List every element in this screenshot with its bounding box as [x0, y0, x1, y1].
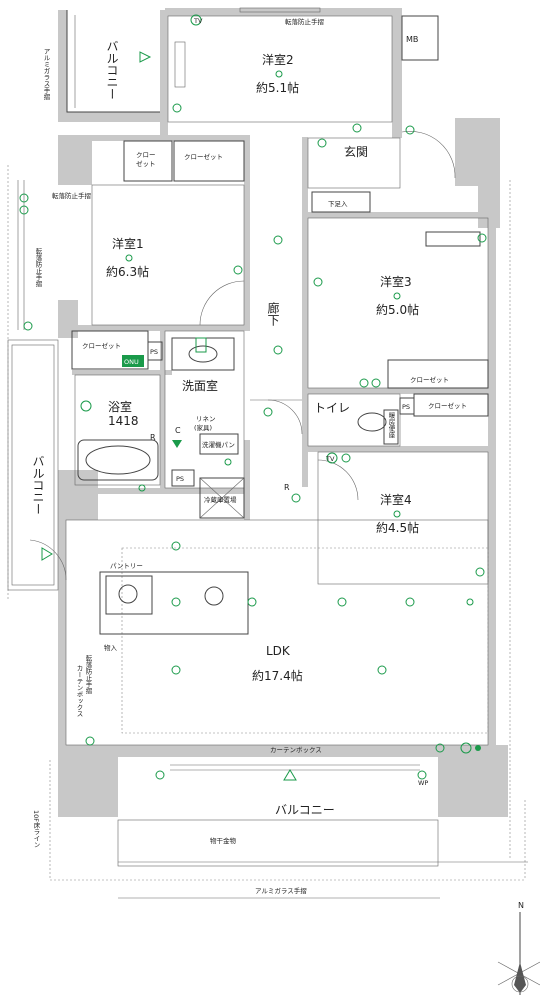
room-western2-name: 洋室2: [262, 52, 294, 67]
balcony-top-label: バルコニー: [105, 40, 119, 100]
ldk-name: LDK: [266, 644, 291, 658]
room-western3: 洋室3 約5.0帖 クローゼット: [307, 217, 489, 389]
tv-mark-top: TV: [193, 17, 203, 25]
pantry-label: パントリー: [110, 562, 143, 570]
closet-e-label: クローゼット: [428, 401, 467, 410]
balcony-bottom: バルコニー 物干金物 アルミガラス手摺 10F床ライン カーテンボックス: [32, 746, 528, 895]
onu-label: ONU: [124, 358, 139, 366]
closet-b-label: クローゼット: [184, 152, 223, 161]
alum-glass-bottom-label: アルミガラス手摺: [255, 886, 307, 895]
closet-a: クロー ゼット: [123, 140, 173, 182]
alum-glass-left-label: アルミガラス手摺: [42, 48, 50, 102]
ldk-size: 約17.4帖: [252, 668, 303, 683]
balcony-top: バルコニー アルミガラス手摺 転落防止手摺: [42, 10, 325, 113]
dryer-space: 冷蔵庫置場 R: [199, 477, 290, 519]
walls: [58, 8, 508, 817]
closet-b: クローゼット: [173, 140, 245, 182]
genkan-label: 玄関: [344, 144, 368, 159]
closet-d-label: クローゼット: [410, 375, 449, 384]
toilet-label: トイレ: [314, 401, 350, 415]
closet-a-label1: クロー: [136, 151, 156, 159]
room-toilet: トイレ 暖房便座 PS クローゼット: [307, 393, 489, 447]
closet-a-label2: ゼット: [136, 159, 156, 168]
r-mark1: R: [150, 433, 156, 442]
bathroom-name: 浴室: [108, 399, 132, 414]
balcony-bottom-label: バルコニー: [275, 803, 335, 817]
washroom-label: 洗面室: [182, 378, 218, 393]
room-bathroom: 浴室 1418: [74, 374, 161, 486]
storage-label: 物入: [104, 643, 118, 652]
closet-c-label: クローゼット: [82, 341, 121, 350]
corridor-label: 廊下: [266, 301, 280, 326]
wp-mark: WP: [418, 779, 428, 787]
ps3-label: PS: [176, 475, 184, 483]
room-western1-name: 洋室1: [112, 236, 144, 251]
washing-pan-label: 洗濯機パン: [202, 440, 235, 449]
room-western2-size: 約5.1帖: [256, 80, 299, 95]
mb-label: MB: [406, 35, 418, 44]
room-western3-size: 約5.0帖: [376, 302, 419, 317]
guide-lines: [7, 165, 511, 899]
room-ldk: パントリー 物入 転落防止手摺 カーテンボックス LDK 約17.4帖: [29, 519, 489, 746]
room-genkan: 玄関 下足入: [307, 131, 456, 213]
bathroom-size: 1418: [108, 414, 139, 428]
room-western4-size: 約4.5帖: [376, 520, 419, 535]
c-mark: C: [175, 426, 181, 435]
fall-guard-top-label: 転落防止手摺: [285, 17, 325, 26]
equipment-markers: TV TV WP: [19, 14, 487, 787]
fall-guard-left2-label: 転落防止手摺: [52, 191, 92, 200]
room-corridor: 廊下: [250, 235, 303, 435]
heater-label: 暖房便座: [387, 412, 395, 440]
r-mark2: R: [284, 483, 290, 492]
getabako-label: 下足入: [328, 200, 348, 208]
dryer-space-label: 冷蔵庫置場: [204, 495, 237, 504]
curtain-box-top-label: カーテンボックス: [270, 746, 322, 754]
room-western4-name: 洋室4: [380, 492, 412, 507]
fall-guard-left-label: 転落防止手摺: [34, 248, 42, 288]
room-western1-size: 約6.3帖: [106, 264, 149, 279]
ps1-label: PS: [150, 348, 158, 356]
linen-label2: (家具): [194, 423, 212, 432]
balcony-left: バルコニー 転落防止手摺 転落防止手摺: [7, 180, 92, 591]
north-arrow: N: [497, 901, 540, 995]
room-western3-name: 洋室3: [380, 274, 412, 289]
drying-hardware-label: 物干金物: [210, 836, 237, 845]
curtain-box-side-label: カーテンボックス: [75, 665, 83, 718]
room-western2: 洋室2 約5.1帖 MB: [167, 7, 418, 123]
room-western4: 洋室4 約4.5帖: [317, 451, 489, 585]
tv-mark-mid: TV: [325, 455, 335, 463]
north-label: N: [518, 901, 524, 910]
fall-guard-side-label: 転落防止手摺: [84, 655, 92, 696]
ps2-label: PS: [402, 403, 410, 411]
balcony-left-label: バルコニー: [31, 455, 45, 515]
room-washroom: 洗面室 リネン (家具) 洗濯機パン PS C R: [150, 330, 245, 489]
room-western1: 洋室1 約6.3帖 クローゼット ONU PS: [71, 184, 245, 370]
linen-label1: リネン: [196, 415, 216, 423]
floor-line-label: 10F床ライン: [32, 810, 40, 848]
